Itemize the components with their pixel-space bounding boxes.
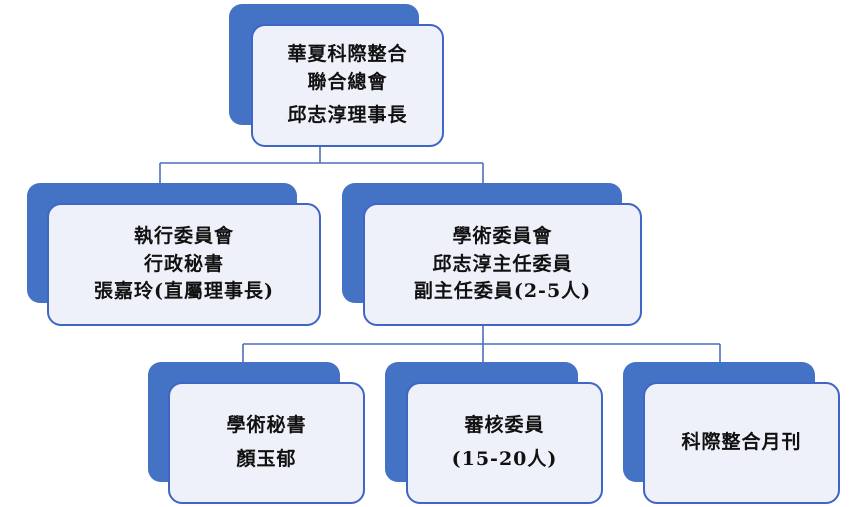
secretary-line-1: 學術秘書 [226, 414, 307, 437]
root-line-3: 邱志淳理事長 [287, 104, 408, 127]
executive-line-1: 執行委員會 [133, 225, 234, 248]
academic-line-1: 學術委員會 [452, 225, 553, 248]
node-academic-secretary: 學術秘書 顏玉郁 [148, 362, 365, 504]
reviewers-line-1: 審核委員 [464, 414, 545, 437]
node-root: 華夏科際整合 聯合總會 邱志淳理事長 [229, 4, 444, 147]
journal-line-1: 科際整合月刊 [681, 431, 802, 454]
node-executive-box: 執行委員會 行政秘書 張嘉玲(直屬理事長) [47, 203, 321, 326]
node-reviewers-box: 審核委員 (15-20人) [406, 382, 603, 504]
node-root-box: 華夏科際整合 聯合總會 邱志淳理事長 [251, 24, 444, 147]
root-line-2: 聯合總會 [307, 70, 388, 93]
reviewers-line-2: (15-20人) [451, 448, 558, 470]
secretary-line-2: 顏玉郁 [236, 448, 297, 470]
executive-line-3: 張嘉玲(直屬理事長) [94, 280, 274, 303]
node-academic-box: 學術委員會 邱志淳主任委員 副主任委員(2-5人) [363, 203, 642, 326]
node-journal: 科際整合月刊 [623, 362, 840, 504]
academic-line-3: 副主任委員(2-5人) [413, 280, 592, 303]
node-reviewers: 審核委員 (15-20人) [385, 362, 603, 504]
executive-line-2: 行政秘書 [143, 252, 224, 275]
node-secretary-box: 學術秘書 顏玉郁 [168, 382, 365, 504]
node-journal-box: 科際整合月刊 [643, 382, 840, 504]
node-academic-committee: 學術委員會 邱志淳主任委員 副主任委員(2-5人) [342, 183, 642, 326]
academic-line-2: 邱志淳主任委員 [432, 252, 573, 275]
node-executive-committee: 執行委員會 行政秘書 張嘉玲(直屬理事長) [27, 183, 321, 326]
root-line-1: 華夏科際整合 [287, 43, 408, 66]
